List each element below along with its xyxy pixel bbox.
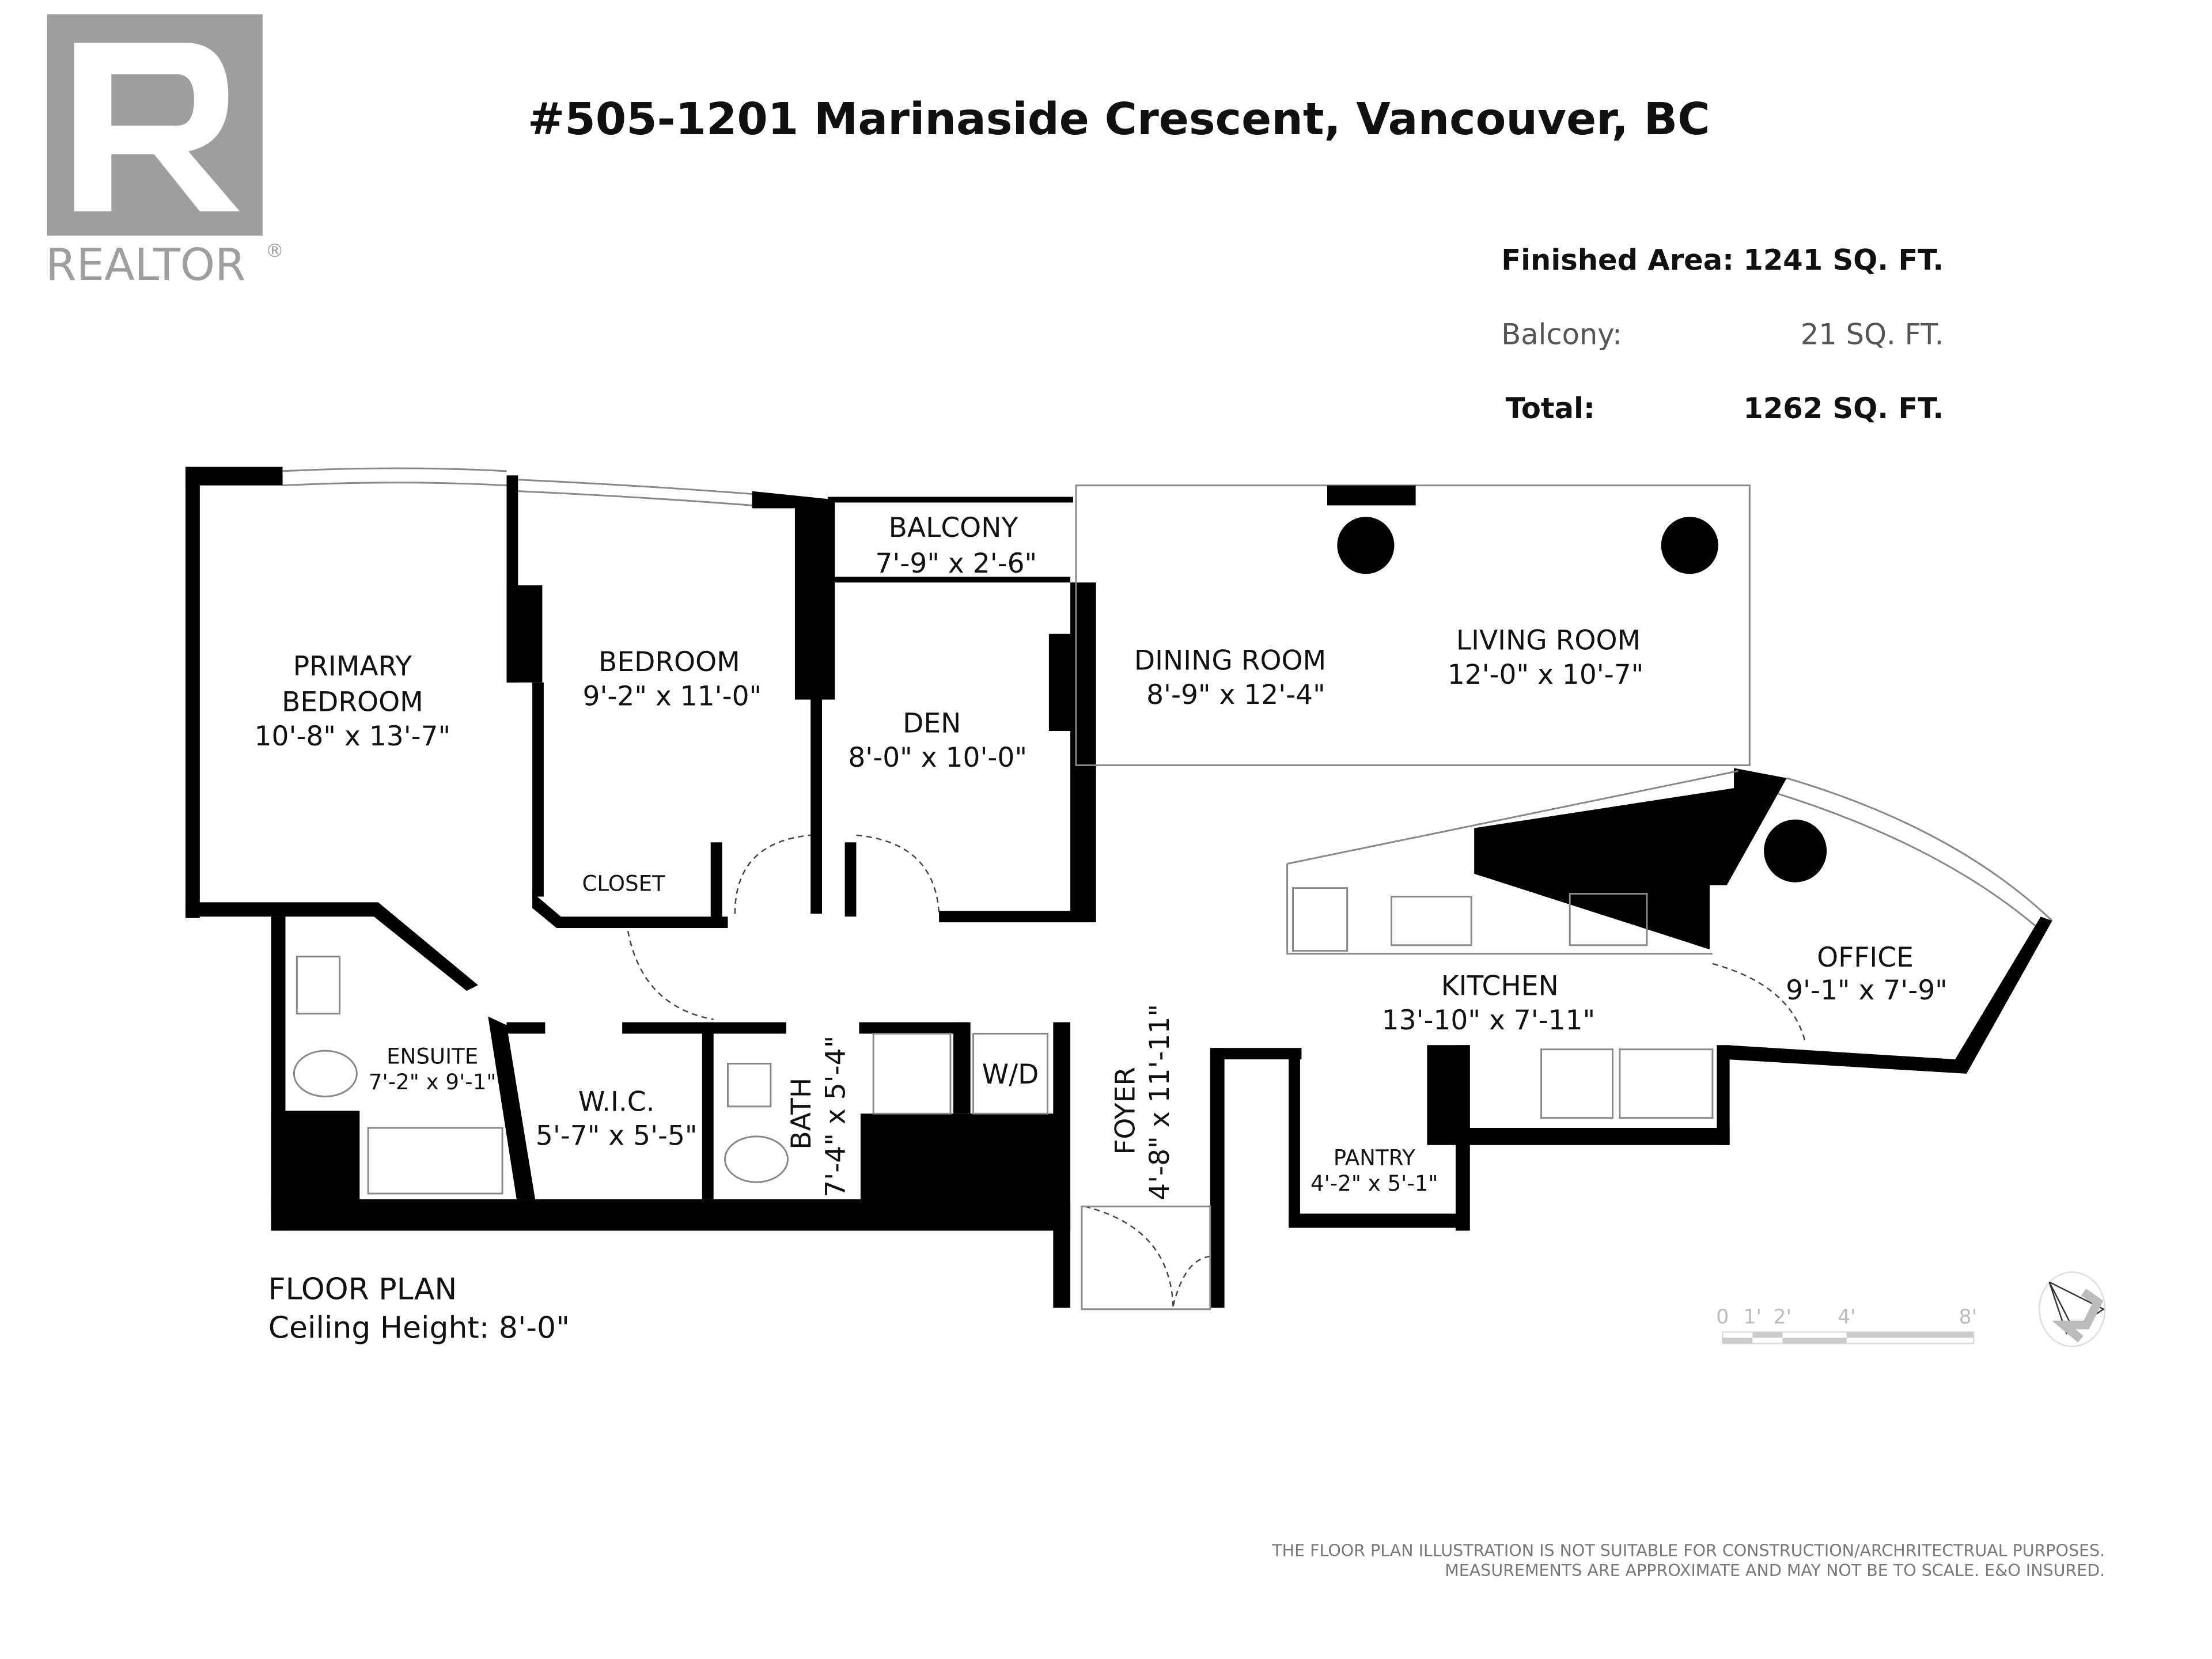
room-kitchen-name: KITCHEN (1441, 970, 1559, 1002)
room-foyer-dims: 4'-8" x 11'-11" (1144, 1004, 1176, 1200)
room-office-name: OFFICE (1817, 942, 1914, 974)
room-bath-name: BATH (786, 1078, 817, 1150)
page-title: #505-1201 Marinaside Crescent, Vancouver… (528, 94, 1710, 145)
area-value: 1241 SQ. FT. (1743, 243, 1944, 276)
room-balcony-dims: 7'-9" x 2'-6" (876, 548, 1037, 579)
room-pantry-dims: 4'-2" x 5'-1" (1310, 1171, 1438, 1196)
room-dining-dims: 8'-9" x 12'-4" (1146, 679, 1325, 711)
disclaimer-line: THE FLOOR PLAN ILLUSTRATION IS NOT SUITA… (1271, 1541, 2105, 1560)
scale-tick: 1' (1743, 1306, 1762, 1329)
room-primary-bedroom-name: PRIMARY (293, 650, 412, 682)
area-summary: Finished Area: 1241 SQ. FT. Balcony: 21 … (1501, 243, 1944, 425)
room-ensuite-dims: 7'-2" x 9'-1" (369, 1070, 497, 1094)
logo-mark: ® (266, 240, 284, 262)
disclaimer-line: MEASUREMENTS ARE APPROXIMATE AND MAY NOT… (1445, 1561, 2105, 1580)
room-bath-dims: 7'-4" x 5'-4" (820, 1036, 852, 1198)
room-balcony-name: BALCONY (889, 512, 1018, 544)
area-label: Total: (1506, 392, 1595, 425)
room-closet-name: CLOSET (582, 872, 665, 896)
room-dining-name: DINING ROOM (1134, 645, 1326, 676)
scale-tick: 4' (1838, 1306, 1856, 1329)
area-label: Finished Area: (1501, 243, 1734, 276)
scale-bar: 0 1' 2' 4' 8' (1716, 1306, 1977, 1344)
area-label: Balcony: (1501, 317, 1622, 351)
walls (185, 467, 2053, 1310)
room-pantry-name: PANTRY (1334, 1145, 1415, 1170)
area-value: 1262 SQ. FT. (1743, 392, 1944, 425)
room-living-dims: 12'-0" x 10'-7" (1448, 659, 1644, 691)
room-bedroom-name: BEDROOM (599, 646, 740, 678)
room-labels: PRIMARY BEDROOM 10'-8" x 13'-7" BEDROOM … (255, 512, 1948, 1200)
scale-tick: 0 (1716, 1306, 1729, 1329)
room-primary-bedroom-name: BEDROOM (282, 686, 423, 718)
room-living-name: LIVING ROOM (1456, 625, 1641, 657)
room-office-dims: 9'-1" x 7'-9" (1786, 975, 1948, 1006)
room-den-dims: 8'-0" x 10'-0" (848, 742, 1027, 774)
room-wd-name: W/D (982, 1059, 1039, 1090)
realtor-logo: REALTOR ® (46, 14, 284, 291)
north-arrow-icon (2038, 1271, 2106, 1347)
room-den-name: DEN (903, 707, 961, 739)
ceiling-height: Ceiling Height: 8'-0" (268, 1310, 570, 1345)
scale-tick: 2' (1773, 1306, 1791, 1329)
room-foyer-name: FOYER (1110, 1067, 1142, 1155)
floor-plan-label: FLOOR PLAN (268, 1272, 457, 1306)
logo-text: REALTOR (46, 240, 245, 291)
room-primary-bedroom-dims: 10'-8" x 13'-7" (255, 721, 451, 752)
scale-tick: 8' (1959, 1306, 1978, 1329)
area-value: 21 SQ. FT. (1801, 317, 1944, 351)
room-wic-dims: 5'-7" x 5'-5" (536, 1120, 698, 1152)
room-bedroom-dims: 9'-2" x 11'-0" (583, 680, 762, 712)
room-kitchen-dims: 13'-10" x 7'-11" (1382, 1005, 1596, 1036)
room-ensuite-name: ENSUITE (387, 1044, 478, 1069)
room-wic-name: W.I.C. (578, 1086, 655, 1118)
